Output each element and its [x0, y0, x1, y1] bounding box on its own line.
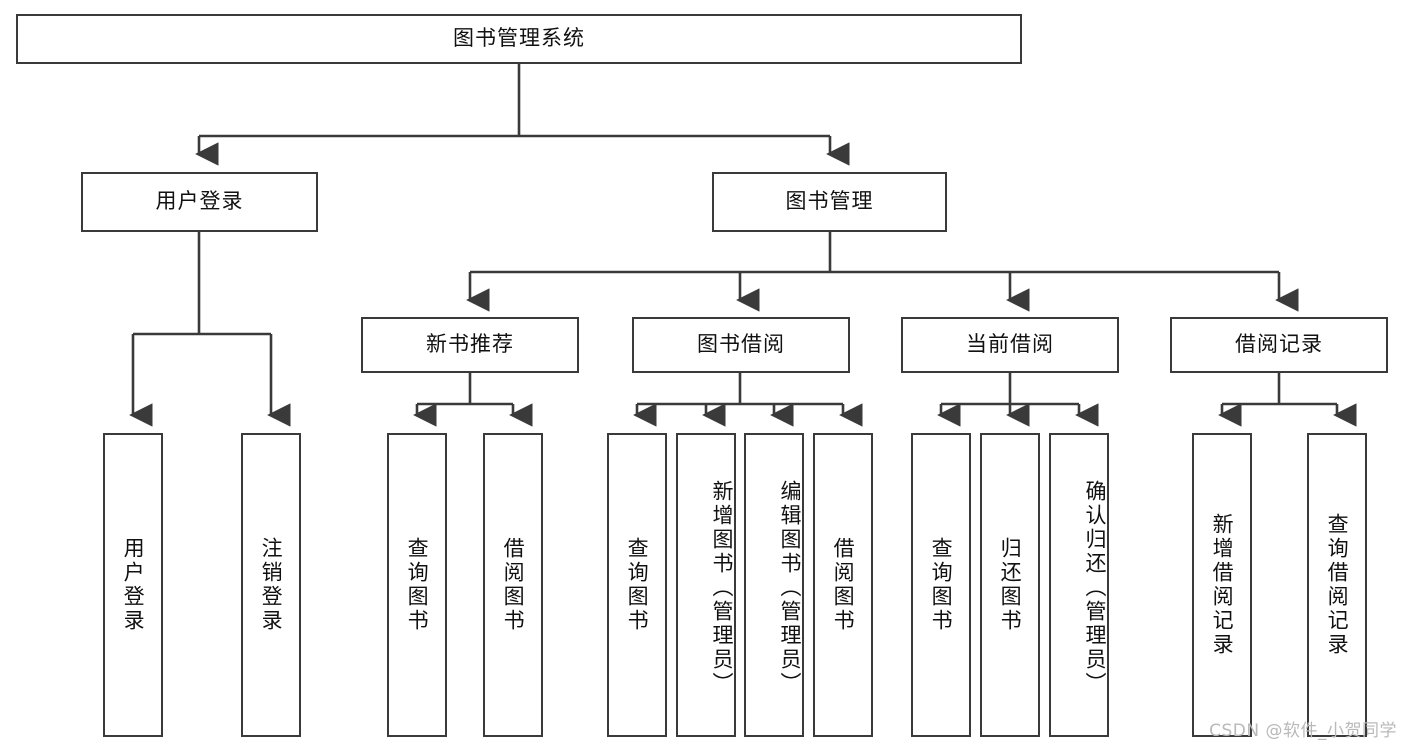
leaf-new-book-query[interactable]: 查询图书 [387, 433, 447, 737]
leaf-current-borrow-return[interactable]: 归还图书 [980, 433, 1040, 737]
leaf-book-borrow-borrow[interactable]: 借阅图书 [813, 433, 873, 737]
leaf-user-login-signout[interactable]: 注销登录 [241, 433, 301, 737]
node-book-management[interactable]: 图书管理 [712, 172, 947, 232]
node-user-login[interactable]: 用户登录 [81, 172, 318, 232]
node-root-system[interactable]: 图书管理系统 [16, 14, 1022, 64]
leaf-book-borrow-query[interactable]: 查询图书 [607, 433, 667, 737]
leaf-borrow-record-query[interactable]: 查询借阅记录 [1307, 433, 1367, 737]
node-book-borrow[interactable]: 图书借阅 [632, 317, 850, 373]
node-new-book-recommend[interactable]: 新书推荐 [361, 317, 579, 373]
leaf-user-login-signin[interactable]: 用户登录 [103, 433, 163, 737]
leaf-borrow-record-add[interactable]: 新增借阅记录 [1192, 433, 1252, 737]
node-borrow-record[interactable]: 借阅记录 [1170, 317, 1388, 373]
leaf-current-borrow-confirm-return[interactable]: 确认归还（管理员） [1049, 433, 1109, 737]
leaf-new-book-borrow[interactable]: 借阅图书 [483, 433, 543, 737]
leaf-book-borrow-edit[interactable]: 编辑图书（管理员） [744, 433, 804, 737]
csdn-watermark: CSDN @软件_小贺同学 [1209, 721, 1397, 741]
leaf-book-borrow-add[interactable]: 新增图书（管理员） [676, 433, 736, 737]
node-current-borrow[interactable]: 当前借阅 [901, 317, 1119, 373]
leaf-current-borrow-query[interactable]: 查询图书 [911, 433, 971, 737]
